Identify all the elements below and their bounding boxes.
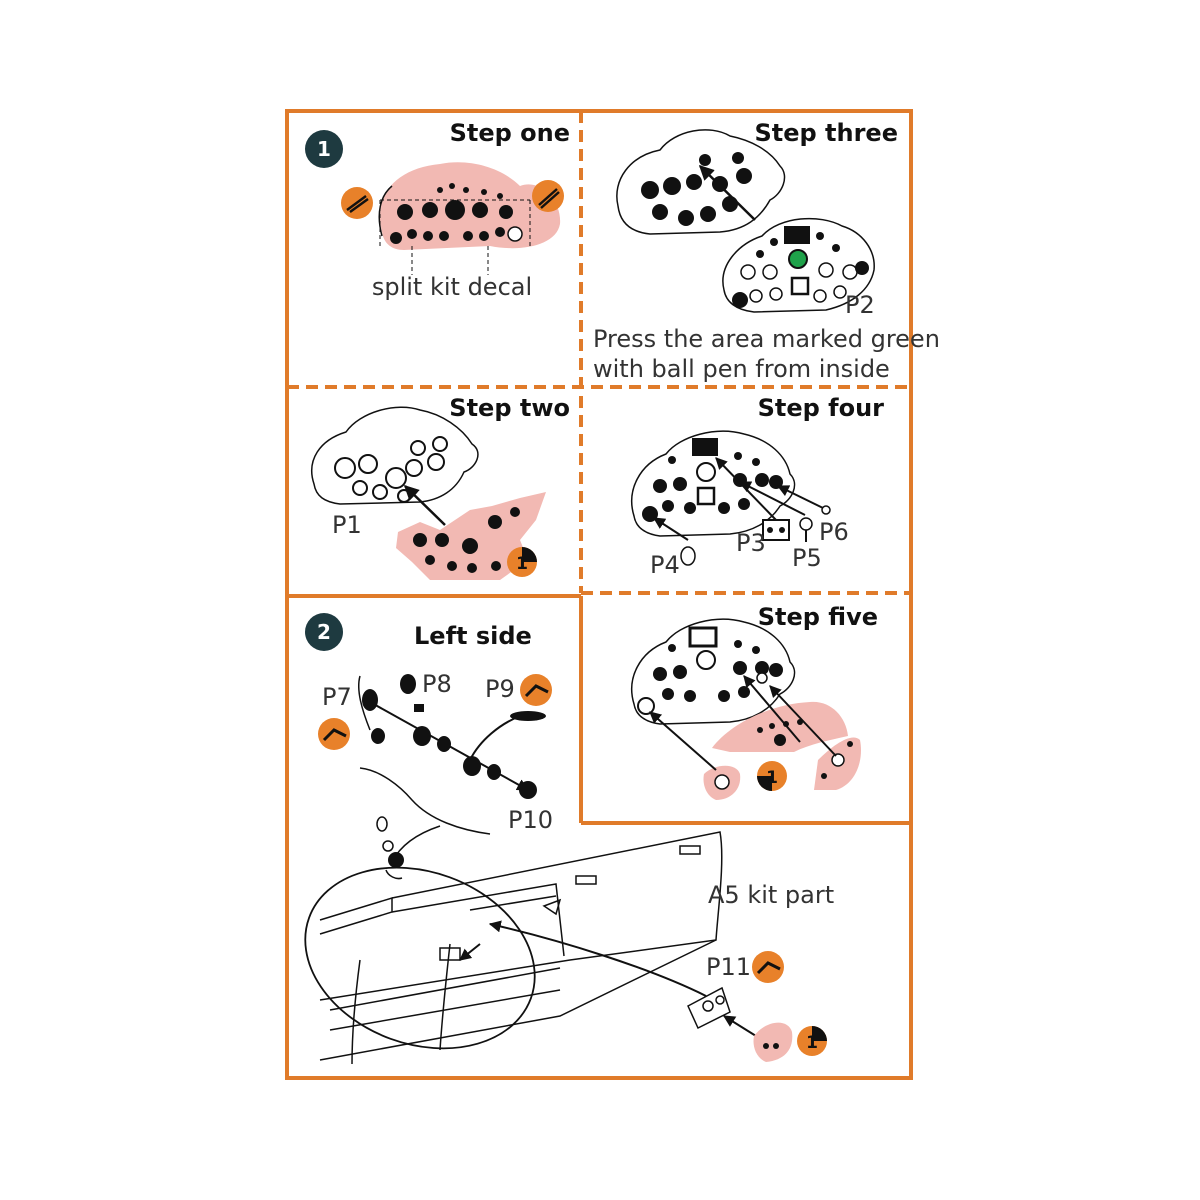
instrument-panel-final — [631, 618, 796, 725]
p11-decal — [753, 1022, 793, 1062]
step-four-panel: Step four — [631, 394, 885, 579]
photo-etch-bend-icon — [318, 718, 350, 750]
photo-etch-bend-icon — [520, 674, 552, 706]
part-label-p8: P8 — [422, 670, 452, 698]
tweezers-icon — [341, 187, 373, 219]
svg-text:1: 1 — [806, 1033, 818, 1053]
part-p4 — [680, 546, 696, 566]
step-three-note-line1: Press the area marked green — [593, 325, 940, 353]
part-p5 — [799, 517, 813, 542]
panel-outline-p1 — [311, 406, 479, 505]
split-kit-decal-label: split kit decal — [372, 273, 532, 301]
part-label-p3: P3 — [736, 529, 766, 557]
step-three-title: Step three — [754, 119, 898, 147]
svg-text:1: 1 — [766, 768, 778, 788]
step-five-panel: Step five — [631, 603, 878, 800]
step-three-panel: Step three P2 Press the are — [593, 119, 940, 383]
part-label-p1: P1 — [332, 511, 362, 539]
step-two-title: Step two — [449, 394, 570, 422]
part-label-p10: P10 — [508, 806, 553, 834]
step-one-decal — [378, 162, 561, 275]
step-two-panel: Step two P1 1 — [311, 394, 570, 580]
part-label-p9: P9 — [485, 675, 515, 703]
section-1-badge: 1 — [305, 130, 343, 168]
fuselage-side-a5 — [319, 831, 723, 1065]
step-one-panel: 1 Step one spl — [305, 119, 570, 301]
section-2-badge: 2 — [305, 613, 343, 651]
throttle-quadrant-parts — [358, 674, 546, 835]
a5-kit-part-label: A5 kit part — [708, 881, 834, 909]
part-label-p2: P2 — [845, 291, 875, 319]
step-five-decal-left — [703, 765, 741, 800]
step-four-title: Step four — [758, 394, 885, 422]
photo-etch-bend-icon — [752, 951, 784, 983]
throttle-assembled — [376, 816, 441, 880]
part-label-p11: P11 — [706, 953, 751, 981]
detail-callout-ellipse — [304, 866, 536, 1050]
decal-sheet-1-icon: 1 — [507, 547, 537, 577]
part-p3 — [762, 519, 790, 541]
part-label-p4: P4 — [650, 551, 680, 579]
part-label-p7: P7 — [322, 683, 352, 711]
section-2-number: 2 — [317, 620, 331, 644]
step-one-title: Step one — [450, 119, 570, 147]
step-five-title: Step five — [758, 603, 878, 631]
tweezers-icon — [532, 180, 564, 212]
part-p11 — [687, 986, 731, 1030]
left-side-title: Left side — [414, 622, 532, 650]
step-five-decal-right — [814, 737, 861, 790]
frame — [285, 109, 913, 1080]
decal-sheet-1-icon: 1 — [757, 761, 787, 791]
part-p2-photoetch — [722, 217, 875, 313]
part-p6 — [821, 505, 831, 515]
part-label-p6: P6 — [819, 518, 849, 546]
left-side-panel: 2 Left side P7 P8 P9 P10 P11 — [304, 613, 834, 1065]
section-1-number: 1 — [317, 137, 331, 161]
decal-sheet-1-icon: 1 — [797, 1026, 827, 1056]
part-label-p5: P5 — [792, 544, 822, 572]
step-three-note-line2: with ball pen from inside — [593, 355, 890, 383]
svg-text:1: 1 — [516, 554, 528, 574]
